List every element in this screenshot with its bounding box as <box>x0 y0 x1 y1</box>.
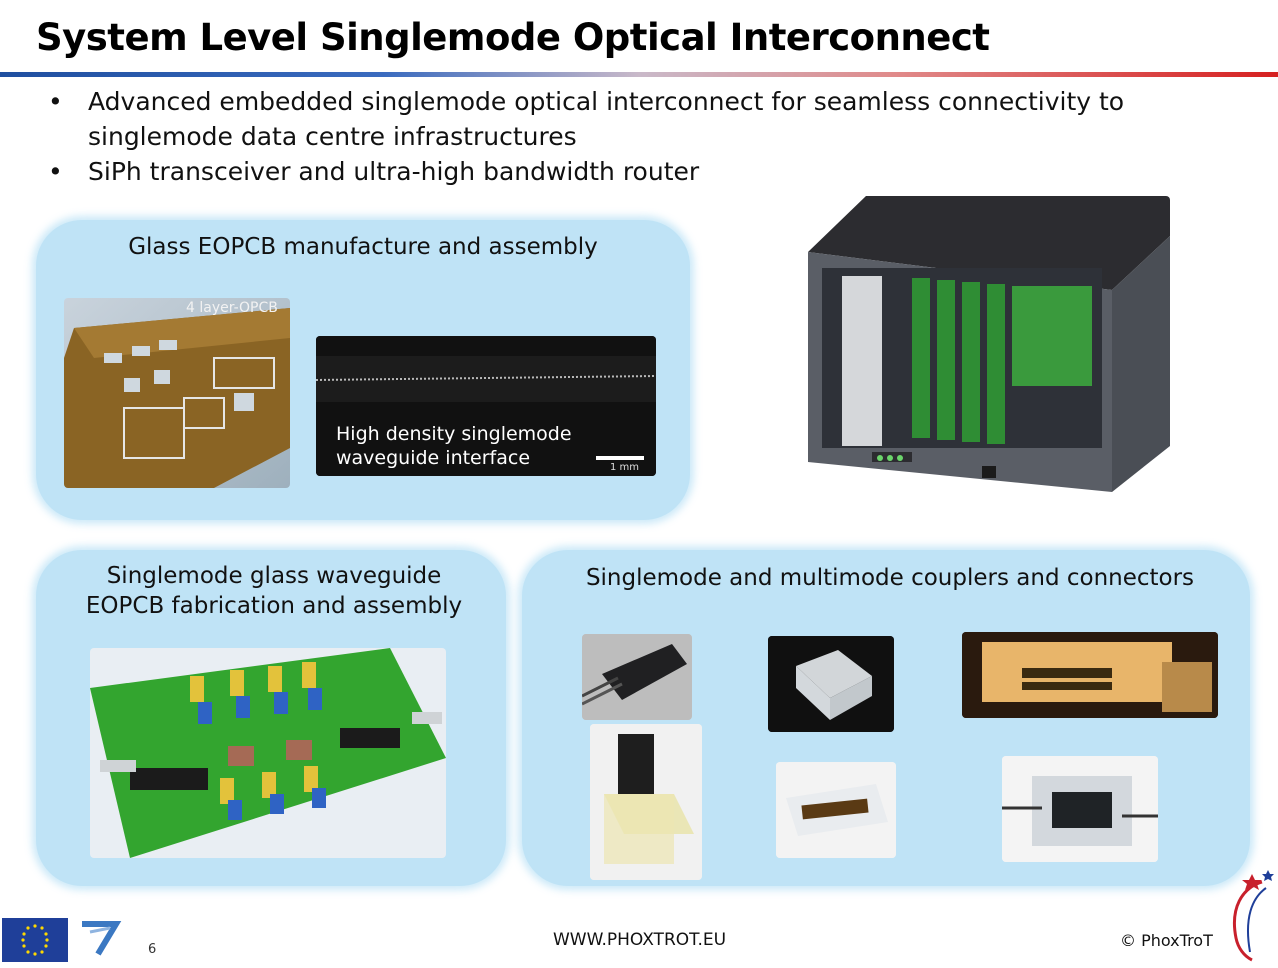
couplers-connectors-title: Singlemode and multimode couplers and co… <box>585 565 1195 591</box>
eopcb-render-photo <box>90 648 446 858</box>
eu-stars-icon <box>21 924 49 956</box>
bullet-item: • Advanced embedded singlemode optical i… <box>40 84 1260 154</box>
footer-url: WWW.PHOXTROT.EU <box>553 930 727 950</box>
vertical-coupler-image <box>590 724 702 880</box>
router-chassis-photo <box>782 196 1170 508</box>
opcb-label: 4 layer-OPCB <box>186 300 278 316</box>
coupler-photo-6 <box>1002 756 1158 862</box>
bullet-list: • Advanced embedded singlemode optical i… <box>40 84 1260 189</box>
opcb-photo: 4 layer-OPCB <box>64 298 290 488</box>
glass-eopcb-title: Glass EOPCB manufacture and assembly <box>128 234 598 260</box>
opcb-image: 4 layer-OPCB <box>64 298 290 488</box>
bullet-item: • SiPh transceiver and ultra-high bandwi… <box>40 154 1260 189</box>
phoxtrot-dancer-icon <box>1233 870 1274 962</box>
waveguide-photo: 1 mm High density singlemode waveguide i… <box>316 336 656 476</box>
bullet-text: Advanced embedded singlemode optical int… <box>88 87 1125 151</box>
eu-flag-logo <box>2 918 68 962</box>
singlemode-waveguide-title-line1: Singlemode glass waveguide <box>106 563 442 589</box>
connector-housing-image <box>962 632 1218 718</box>
singlemode-waveguide-title-line2: EOPCB fabrication and assembly <box>85 593 463 619</box>
scale-bar-label: 1 mm <box>610 462 639 473</box>
waveguide-caption-line1: High density singlemode <box>336 423 572 445</box>
fiber-array-connector-image <box>582 634 692 720</box>
footer-copyright: © PhoxTroT <box>1120 931 1213 950</box>
page-number: 6 <box>148 942 157 957</box>
title-divider <box>0 72 1278 77</box>
coupler-photo-3 <box>962 632 1218 718</box>
bullet-text: SiPh transceiver and ultra-high bandwidt… <box>88 157 700 186</box>
fp7-logo <box>76 918 126 964</box>
coupler-photo-5 <box>776 762 896 858</box>
mated-connector-image <box>1002 756 1158 862</box>
fp7-mark-icon <box>76 918 126 964</box>
coupler-photo-4 <box>590 724 702 880</box>
slide-title: System Level Singlemode Optical Intercon… <box>36 16 990 59</box>
bullet-marker: • <box>48 157 63 186</box>
bullet-marker: • <box>48 87 63 116</box>
eopcb-render-image <box>90 648 446 858</box>
router-chassis-image <box>782 196 1170 508</box>
coupler-photo-2 <box>768 636 894 732</box>
waveguide-caption-line2: waveguide interface <box>336 447 531 469</box>
phoxtrot-logo <box>1222 868 1276 962</box>
waveguide-image: 1 mm <box>316 336 656 476</box>
coupler-photo-1 <box>582 634 692 720</box>
transparent-coupler-image <box>768 636 894 732</box>
glass-ferrule-image <box>776 762 896 858</box>
